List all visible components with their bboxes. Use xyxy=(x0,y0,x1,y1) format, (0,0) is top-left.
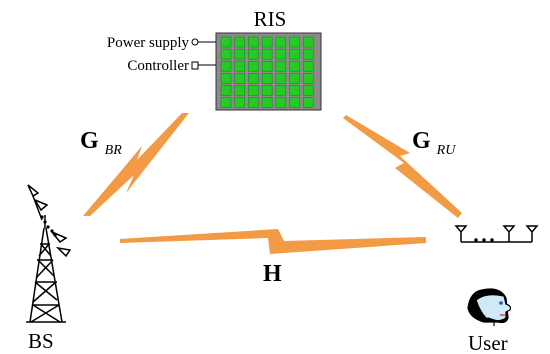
ris-element xyxy=(289,85,300,96)
ris-element xyxy=(261,36,273,48)
ris-element xyxy=(220,97,232,108)
ris-element xyxy=(248,48,259,60)
g-br-symbol: G xyxy=(80,128,99,154)
user-face-icon xyxy=(467,288,512,326)
g-ru-subscript: RU xyxy=(436,143,457,158)
bs-ris-link-icon xyxy=(83,113,189,216)
ris-element xyxy=(289,36,300,48)
ris-element xyxy=(261,85,273,96)
ris-element xyxy=(302,73,314,84)
ris-element xyxy=(220,48,232,60)
links xyxy=(83,113,462,254)
bs-tower-icon xyxy=(26,184,72,323)
h-label: H xyxy=(263,261,282,287)
ris-element xyxy=(275,60,287,72)
ris-element xyxy=(289,73,300,84)
ris-element xyxy=(248,85,259,96)
ris-element xyxy=(261,97,273,108)
ris-element xyxy=(220,85,232,96)
ris-element xyxy=(289,60,300,72)
ris-element xyxy=(275,73,287,84)
ris-element xyxy=(234,36,245,48)
g-ru-label: G RU xyxy=(412,128,456,158)
ris-element xyxy=(289,97,300,108)
ris-element xyxy=(275,36,287,48)
user-antenna-array-icon xyxy=(454,225,539,243)
bs-user-link-icon xyxy=(120,229,426,254)
ris-label: RIS xyxy=(254,7,287,31)
ris-element xyxy=(234,85,245,96)
ris-element xyxy=(275,97,287,108)
ris-element xyxy=(302,60,314,72)
ris-element xyxy=(275,85,287,96)
ris-element xyxy=(261,48,273,60)
ris-user-link-icon xyxy=(343,115,462,218)
user-antenna-dots xyxy=(474,238,494,242)
ris-element xyxy=(302,97,314,108)
g-br-label: G BR xyxy=(80,128,122,158)
ris-element xyxy=(234,60,245,72)
ris-element xyxy=(275,48,287,60)
g-ru-symbol: G xyxy=(412,128,431,154)
ris-element xyxy=(302,85,314,96)
bs-label: BS xyxy=(28,329,54,353)
ris-element-grid xyxy=(220,36,314,108)
ris-element xyxy=(261,73,273,84)
ris-element xyxy=(234,48,245,60)
controller-label: Controller xyxy=(127,58,189,74)
ris-ports: Power supply Controller xyxy=(107,35,216,74)
ris: RIS xyxy=(215,7,322,111)
ris-element xyxy=(302,48,314,60)
power-supply-label: Power supply xyxy=(107,35,190,51)
ris-element xyxy=(220,60,232,72)
ris-element xyxy=(248,73,259,84)
ris-element xyxy=(248,97,259,108)
ris-element xyxy=(248,60,259,72)
power-supply-connector-icon xyxy=(191,38,199,46)
ris-element xyxy=(234,97,245,108)
channel-labels: G BR G RU H xyxy=(80,128,456,287)
user-label: User xyxy=(468,331,508,354)
ris-element xyxy=(261,60,273,72)
bs-dots xyxy=(40,215,57,237)
ris-element xyxy=(289,48,300,60)
controller-connector-icon xyxy=(191,61,199,70)
g-br-subscript: BR xyxy=(105,143,123,158)
ris-element xyxy=(248,36,259,48)
ris-element xyxy=(220,36,232,48)
ris-element xyxy=(234,73,245,84)
ris-element xyxy=(302,36,314,48)
ris-element xyxy=(220,73,232,84)
